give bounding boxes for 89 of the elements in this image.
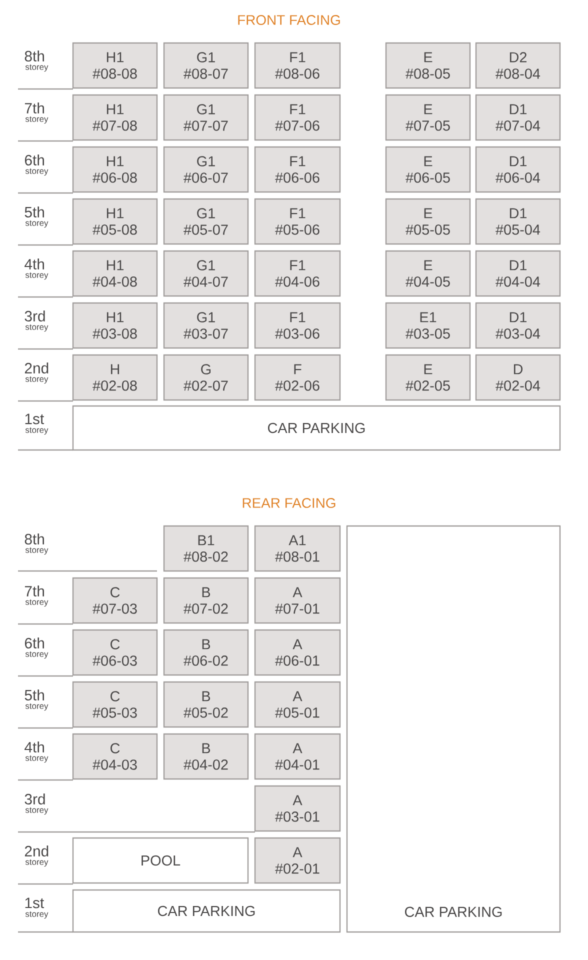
unit-box: H1 #06-08 [72, 146, 158, 193]
unit-box: G #02-07 [163, 354, 249, 401]
area-box: CAR PARKING [346, 525, 561, 933]
floor-number: 8th [24, 50, 44, 62]
unit-box: D1 #05-04 [475, 198, 561, 245]
floor-caption: storey [25, 599, 48, 607]
unit-box: D1 #07-04 [475, 94, 561, 141]
unit-box: H1 #08-08 [72, 42, 158, 89]
floor-number: 2nd [24, 846, 48, 856]
floor-number: 7th [24, 586, 44, 596]
unit-box: C #07-03 [72, 577, 158, 624]
area-box: CAR PARKING [72, 405, 561, 451]
unit-box: B #05-02 [163, 681, 249, 728]
unit-box: F #02-06 [254, 354, 341, 401]
floor-number: 6th [24, 154, 44, 166]
unit-box: E #05-05 [385, 198, 471, 245]
unit-box: G1 #03-07 [163, 302, 249, 349]
unit-box: F1 #03-06 [254, 302, 341, 349]
unit-box: F1 #05-06 [254, 198, 341, 245]
floor-number: 4th [24, 258, 44, 270]
unit-box: A1 #08-01 [254, 525, 341, 572]
unit-box: D1 #04-04 [475, 250, 561, 297]
unit-box: A #04-01 [254, 733, 341, 780]
floor-number: 2nd [24, 362, 48, 374]
unit-box: H1 #07-08 [72, 94, 158, 141]
floor-number: 1st [25, 414, 44, 424]
unit-box: F1 #08-06 [254, 42, 341, 89]
floor-caption: storey [25, 651, 48, 659]
unit-box: B #04-02 [163, 733, 249, 780]
floor-number: 4th [24, 742, 44, 752]
unit-box: E #07-05 [385, 94, 471, 141]
floor-caption: storey [25, 168, 48, 176]
unit-box: E #02-05 [385, 354, 471, 401]
unit-box: A #02-01 [254, 837, 341, 884]
unit-box: G1 #08-07 [163, 42, 249, 89]
floor-number: 7th [24, 102, 44, 114]
unit-box: A #05-01 [254, 681, 341, 728]
floor-number: 5th [24, 690, 44, 700]
floor-caption: storey [25, 911, 48, 919]
floor-caption: storey [25, 859, 48, 867]
unit-box: B1 #08-02 [163, 525, 249, 572]
unit-box: G1 #07-07 [163, 94, 249, 141]
unit-box: E1 #03-05 [385, 302, 471, 349]
section-heading: FRONT FACING [238, 15, 340, 25]
area-box: POOL [72, 837, 249, 884]
area-box: CAR PARKING [72, 889, 341, 933]
floor-number: 3rd [24, 794, 45, 804]
floor-caption: storey [25, 64, 48, 72]
unit-box: F1 #04-06 [254, 250, 341, 297]
floor-caption: storey [25, 272, 48, 280]
floor-caption: storey [25, 220, 48, 228]
unit-box: G1 #06-07 [163, 146, 249, 193]
floor-caption: storey [25, 427, 48, 435]
floor-number: 8th [24, 534, 44, 544]
unit-box: H1 #05-08 [72, 198, 158, 245]
floor-number: 5th [24, 206, 44, 218]
floor-caption: storey [25, 324, 48, 332]
unit-box: H1 #04-08 [72, 250, 158, 297]
unit-box: D #02-04 [475, 354, 561, 401]
unit-box: A #06-01 [254, 629, 341, 676]
floor-caption: storey [25, 376, 48, 384]
floor-caption: storey [25, 755, 48, 763]
unit-box: H1 #03-08 [72, 302, 158, 349]
unit-box: D1 #03-04 [475, 302, 561, 349]
section-heading: REAR FACING [242, 498, 336, 508]
unit-box: C #04-03 [72, 733, 158, 780]
unit-box: F1 #07-06 [254, 94, 341, 141]
unit-box: B #07-02 [163, 577, 249, 624]
unit-box: E #04-05 [385, 250, 471, 297]
floor-caption: storey [25, 547, 48, 555]
floor-caption: storey [25, 116, 48, 124]
floor-caption: storey [25, 807, 48, 815]
unit-box: H #02-08 [72, 354, 158, 401]
unit-box: E #06-05 [385, 146, 471, 193]
floor-number: 3rd [24, 310, 45, 322]
floor-number: 1st [25, 898, 44, 908]
unit-box: G1 #05-07 [163, 198, 249, 245]
floor-number: 6th [24, 638, 44, 648]
unit-box: G1 #04-07 [163, 250, 249, 297]
unit-box: A #07-01 [254, 577, 341, 624]
unit-box: A #03-01 [254, 785, 341, 832]
floor-caption: storey [25, 703, 48, 711]
unit-box: D2 #08-04 [475, 42, 561, 89]
unit-box: C #05-03 [72, 681, 158, 728]
unit-box: B #06-02 [163, 629, 249, 676]
unit-box: D1 #06-04 [475, 146, 561, 193]
unit-box: E #08-05 [385, 42, 471, 89]
unit-box: F1 #06-06 [254, 146, 341, 193]
unit-box: C #06-03 [72, 629, 158, 676]
